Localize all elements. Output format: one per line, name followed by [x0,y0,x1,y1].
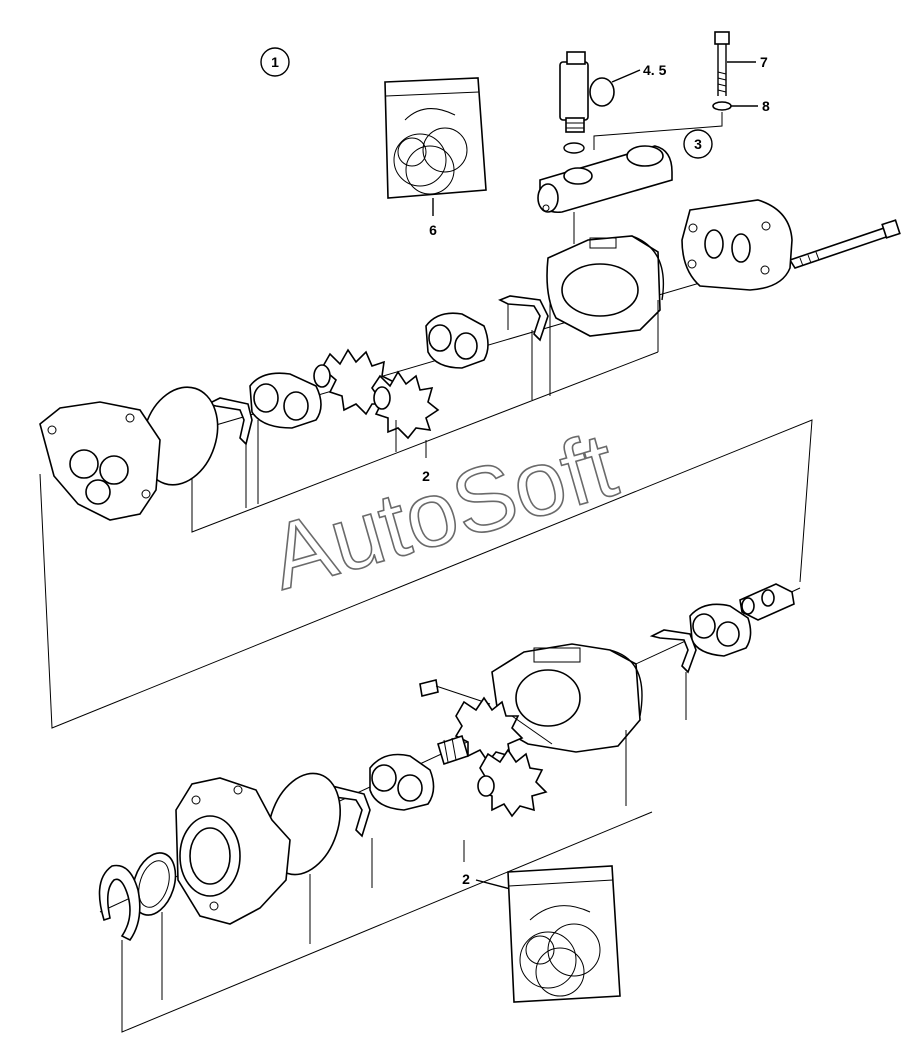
seal-clip-bottom-left [315,785,371,838]
callout-3: 3 [593,112,723,159]
bushing-top-left [249,372,322,429]
watermark: AutoSoft [259,413,628,610]
pump-body-bottom [491,643,643,806]
snap-ring [98,864,141,942]
seal-clip-top-left [205,397,253,508]
bushing-top-right [425,312,489,369]
front-flange-top [39,401,161,521]
callout-6-label: 6 [429,222,437,238]
seal-kit-bag-bottom [507,865,621,1003]
rear-cover-top [681,199,793,291]
front-flange-bottom [175,777,291,925]
gears-top [313,348,440,440]
seal-kit-bag-top [384,77,487,216]
callout-1: 1 [260,47,290,77]
assembly-link-frame [39,419,813,729]
washer-8 [712,101,758,111]
long-bolt [788,219,901,269]
bushing-bottom-right [689,603,752,657]
gears-bottom [437,696,553,818]
bracket-top [191,351,659,533]
pump-body-top [546,235,665,396]
shaft-end [739,583,795,621]
callout-8-label: 8 [762,98,770,114]
watermark-text: AutoSoft [259,414,626,609]
dowel-pin [419,679,491,705]
bracket-bottom [121,811,653,1033]
valve-body [537,145,673,244]
callout-3-label: 3 [694,136,702,152]
callout-7-label: 7 [760,54,768,70]
solenoid-valve [559,51,641,154]
bolt-7 [714,31,756,96]
seal-clip-top-right [498,295,549,342]
callout-2-bottom-label: 2 [462,871,470,887]
bushing-bottom-left [369,753,435,811]
seal-clip-bottom-right [649,629,697,674]
callout-1-label: 1 [271,54,279,70]
callout-2-top-label: 2 [422,468,430,484]
callout-4-5-label: 4. 5 [643,62,667,78]
shaft-seal-ring [131,852,177,916]
